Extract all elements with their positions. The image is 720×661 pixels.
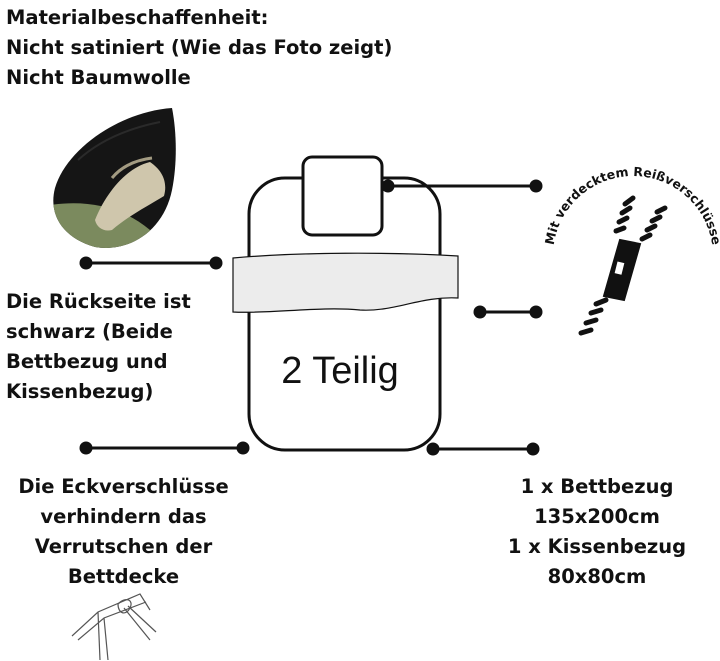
corner-tie-icon (71, 593, 157, 661)
size-line: 80x80cm (547, 565, 647, 588)
material-line: Materialbeschaffenheit: (6, 6, 269, 29)
connector-dots (79, 179, 543, 456)
material-line: Nicht satiniert (Wie das Foto zeigt) (6, 36, 393, 59)
backside-line: Kissenbezug) (6, 380, 154, 403)
backside-line: Die Rückseite ist (6, 290, 191, 313)
material-line: Nicht Baumwolle (6, 66, 191, 89)
size-line: 1 x Bettbezug (520, 475, 674, 498)
size-note: 1 x Bettbezug 135x200cm 1 x Kissenbezug … (482, 472, 712, 592)
connector-lines (86, 184, 536, 451)
material-heading: Materialbeschaffenheit: Nicht satiniert … (6, 3, 392, 93)
zipper-icon (578, 195, 668, 336)
pillow-outline (301, 155, 384, 237)
backside-line: schwarz (Beide (6, 320, 173, 343)
backside-note: Die Rückseite ist schwarz (Beide Bettbez… (6, 287, 221, 407)
corner-line: verhindern das (40, 505, 207, 528)
zipper-label-path: Mit verdecktem Reißverschlüsse (542, 164, 720, 246)
bedding-label: 2 Teilig (281, 350, 399, 392)
zipper-label: Mit verdecktem Reißverschlüsse (542, 164, 720, 246)
fabric-swatch-icon (53, 108, 176, 248)
corner-line: Verrutschen der (34, 535, 213, 558)
backside-line: Bettbezug und (6, 350, 168, 373)
duvet-fold (232, 252, 459, 313)
corner-line: Die Eckverschlüsse (18, 475, 229, 498)
size-line: 1 x Kissenbezug (507, 535, 687, 558)
corner-line: Bettdecke (67, 565, 180, 588)
corner-note: Die Eckverschlüsse verhindern das Verrut… (6, 472, 241, 592)
size-line: 135x200cm (534, 505, 660, 528)
